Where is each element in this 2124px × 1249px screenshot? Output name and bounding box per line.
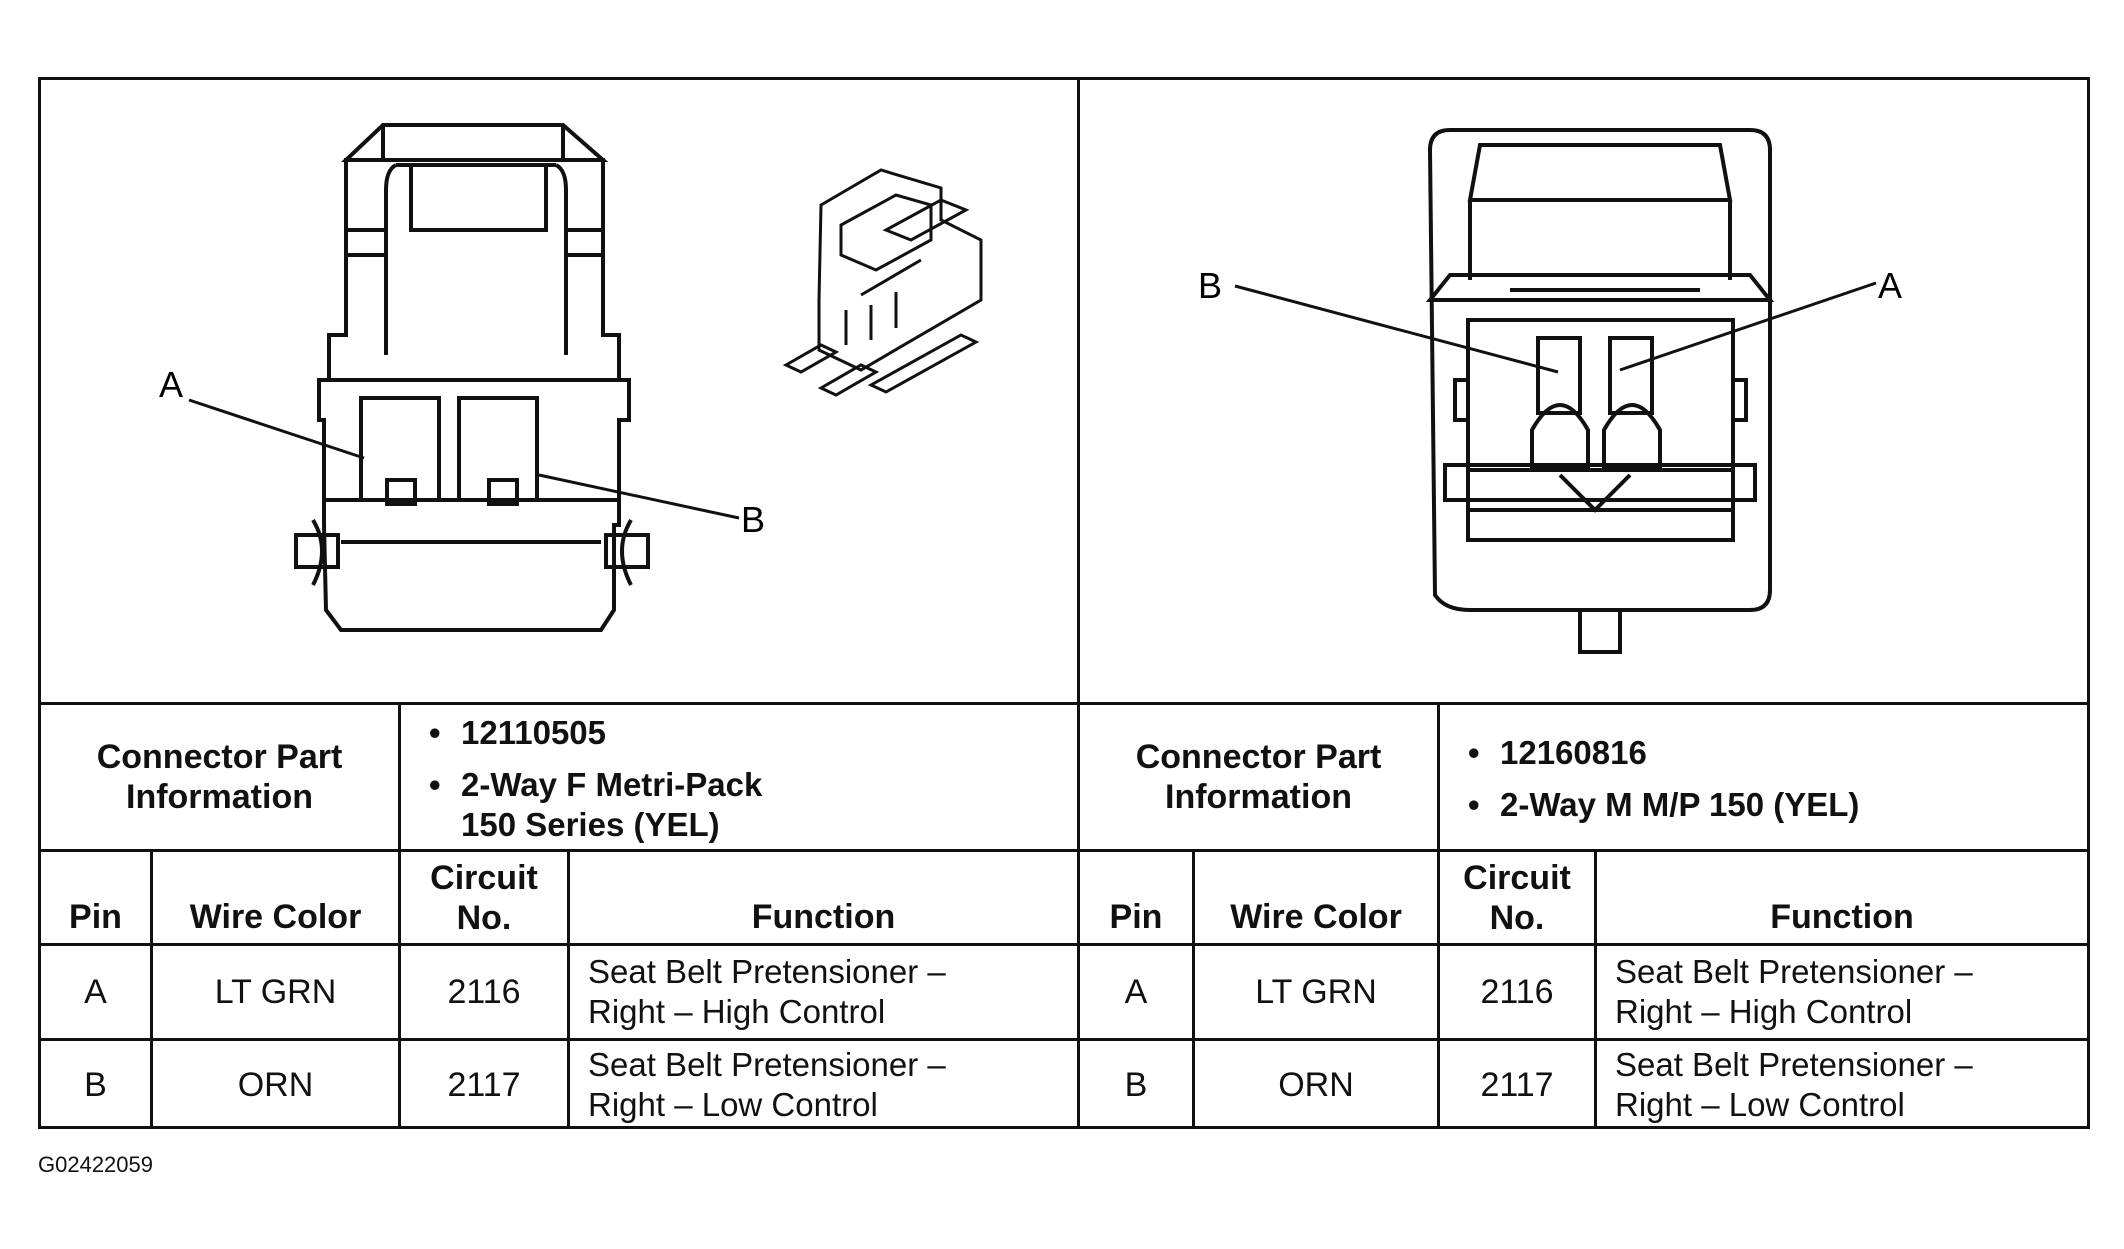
right-col-divider-1 xyxy=(1192,849,1195,1129)
center-divider xyxy=(1077,77,1080,1129)
right-header-circuit-line1: Circuit xyxy=(1463,858,1571,897)
left-row-a-wire-color: LT GRN xyxy=(214,973,337,1011)
right-row-a-function-line1: Seat Belt Pretensioner – xyxy=(1615,953,1973,990)
left-part-info: 12110505 2-Way F Metri-Pack 150 Series (… xyxy=(401,705,1077,849)
left-pin-a-callout: A xyxy=(159,364,183,405)
left-row-b-wire-color: ORN xyxy=(237,1066,314,1104)
right-col-divider-2 xyxy=(1437,849,1440,1129)
left-row-a-function-line2: Right – High Control xyxy=(588,993,886,1030)
right-row-a-pin: A xyxy=(1124,973,1148,1011)
left-header-pin: Pin xyxy=(69,898,122,936)
left-part-number: 12110505 xyxy=(429,713,606,753)
male-connector-illustration: B A xyxy=(1198,128,1902,654)
left-header-circuit: Circuit No. xyxy=(401,852,567,943)
left-description-line1: 2-Way F Metri-Pack xyxy=(429,765,762,805)
right-description-line1: 2-Way M M/P 150 (YEL) xyxy=(1468,785,1859,825)
left-row-a-function: Seat Belt Pretensioner – Right – High Co… xyxy=(570,946,1077,1038)
left-row-b-pin: B xyxy=(84,1066,107,1104)
right-connector-part-label: Connector Part Information xyxy=(1080,705,1437,849)
left-row-a-circuit: 2116 xyxy=(447,973,521,1011)
left-row-b-circuit: 2117 xyxy=(447,1066,521,1104)
right-row-a-function: Seat Belt Pretensioner – Right – High Co… xyxy=(1597,946,2087,1038)
right-row-b-pin: B xyxy=(1124,1066,1148,1104)
figure-id: G02422059 xyxy=(38,1152,153,1177)
left-row-b-function-line1: Seat Belt Pretensioner – xyxy=(588,1046,946,1083)
right-header-function: Function xyxy=(1770,898,1914,936)
right-row-a-wire-color: LT GRN xyxy=(1255,973,1377,1011)
left-header-function: Function xyxy=(751,898,896,936)
right-header-circuit: Circuit No. xyxy=(1440,852,1594,943)
right-row-b-circuit: 2117 xyxy=(1480,1066,1554,1104)
female-connector-illustration: A B xyxy=(159,123,983,632)
left-col-divider-1 xyxy=(150,849,153,1129)
left-connector-part-label: Connector Part Information xyxy=(41,705,398,849)
left-row-a-pin: A xyxy=(84,973,107,1011)
row-divider-rule xyxy=(38,1038,2090,1041)
table-top-rule xyxy=(38,702,2090,705)
diagram-frame xyxy=(38,77,2090,1129)
right-connector-diagram: B A xyxy=(1080,80,2087,702)
left-header-wire-color: Wire Color xyxy=(189,898,362,936)
left-col-divider-2 xyxy=(398,849,401,1129)
right-row-a-circuit: 2116 xyxy=(1480,973,1554,1011)
right-connector-part-label-text: Connector Part Information xyxy=(1135,738,1382,816)
right-header-circuit-line2: No. xyxy=(1489,898,1545,937)
right-row-b-function: Seat Belt Pretensioner – Right – Low Con… xyxy=(1597,1041,2087,1129)
left-description-line2: 150 Series (YEL) xyxy=(461,806,720,843)
left-info-divider xyxy=(398,702,401,849)
part-info-bottom-rule xyxy=(38,849,2090,852)
left-header-circuit-line1: Circuit xyxy=(430,858,538,897)
right-col-divider-3 xyxy=(1594,849,1597,1129)
right-part-info: 12160816 2-Way M M/P 150 (YEL) xyxy=(1440,705,2087,849)
left-row-b-function: Seat Belt Pretensioner – Right – Low Con… xyxy=(570,1041,1077,1129)
right-header-wire-color: Wire Color xyxy=(1230,898,1402,936)
left-header-circuit-line2: No. xyxy=(456,898,512,937)
right-row-b-function-line1: Seat Belt Pretensioner – xyxy=(1615,1046,1973,1083)
right-row-b-function-line2: Right – Low Control xyxy=(1615,1086,1905,1123)
left-col-divider-3 xyxy=(567,849,570,1129)
right-info-divider xyxy=(1437,702,1440,849)
left-connector-diagram: A B xyxy=(41,80,1077,702)
left-pin-b-callout: B xyxy=(741,499,765,540)
right-row-a-function-line2: Right – High Control xyxy=(1615,993,1913,1030)
right-pin-b-callout: B xyxy=(1198,265,1222,306)
right-row-b-wire-color: ORN xyxy=(1278,1066,1354,1104)
right-header-pin: Pin xyxy=(1109,898,1163,936)
right-pin-a-callout: A xyxy=(1878,265,1902,306)
left-row-a-function-line1: Seat Belt Pretensioner – xyxy=(588,953,946,990)
left-row-b-function-line2: Right – Low Control xyxy=(588,1086,878,1123)
left-connector-part-label-text: Connector Part Information xyxy=(96,738,343,816)
right-part-number: 12160816 xyxy=(1468,733,1647,773)
header-bottom-rule xyxy=(38,943,2090,946)
